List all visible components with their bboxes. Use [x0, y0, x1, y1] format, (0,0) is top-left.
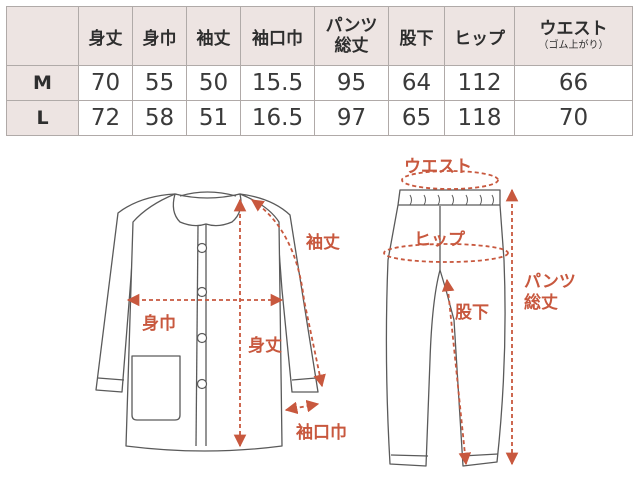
sleeve-length-line: [250, 199, 326, 388]
table-cell: 50: [186, 65, 241, 101]
button: [196, 242, 208, 254]
body-width-label: 身巾: [142, 314, 176, 334]
waist-note: （ゴム上がり）: [538, 40, 609, 51]
table-cell: 97: [314, 100, 389, 136]
button: [196, 378, 208, 390]
header-mihaba: 身巾: [132, 6, 187, 66]
size-table: 身丈 身巾 袖丈 袖口巾 パンツ総丈 股下 ヒップ ウエスト （ゴム上がり） M…: [6, 6, 633, 136]
header-hip: ヒップ: [444, 6, 515, 66]
body-length-label: 身丈: [248, 336, 282, 356]
sleeve-length-label: 袖丈: [306, 233, 340, 253]
table-cell: 70: [78, 65, 133, 101]
header-row: 身丈 身巾 袖丈 袖口巾 パンツ総丈 股下 ヒップ ウエスト （ゴム上がり）: [6, 6, 633, 66]
table-cell: 55: [132, 65, 187, 101]
table-cell: 16.5: [240, 100, 315, 136]
button: [196, 332, 208, 344]
size-label: M: [6, 65, 79, 101]
collar: [172, 193, 242, 227]
size-label: L: [6, 100, 79, 136]
header-waist: ウエスト （ゴム上がり）: [514, 6, 633, 66]
table-row: M 70 55 50 15.5 95 64 112 66: [6, 65, 633, 101]
header-inseam: 股下: [388, 6, 445, 66]
table-cell: 51: [186, 100, 241, 136]
cuff-width-label: 袖口巾: [296, 423, 347, 443]
button: [196, 286, 208, 298]
left-sleeve: [95, 193, 176, 393]
hip-label: ヒップ: [414, 230, 465, 250]
table-row: L 72 58 51 16.5 97 65 118 70: [6, 100, 633, 136]
cuff-width-line: [284, 399, 320, 415]
table-cell: 95: [314, 65, 389, 101]
inseam-line: [441, 278, 472, 466]
pocket: [131, 355, 181, 421]
table-cell: 65: [388, 100, 445, 136]
jacket-illustration: [95, 191, 319, 452]
waist-line: [401, 170, 499, 190]
table-cell: 112: [444, 65, 515, 101]
table-cell: 64: [388, 65, 445, 101]
pants-total-length-label: パンツ 総丈: [524, 272, 576, 313]
table-cell: 70: [514, 100, 633, 136]
pants-body: [385, 189, 506, 467]
table-cell: 72: [78, 100, 133, 136]
waist-label: ウエスト: [404, 157, 472, 177]
corner-cell: [6, 6, 79, 66]
table-cell: 118: [444, 100, 515, 136]
inseam-label: 股下: [455, 303, 489, 323]
table-cell: 58: [132, 100, 187, 136]
pants-illustration: [385, 189, 506, 467]
table-cell: 66: [514, 65, 633, 101]
table-cell: 15.5: [240, 65, 315, 101]
